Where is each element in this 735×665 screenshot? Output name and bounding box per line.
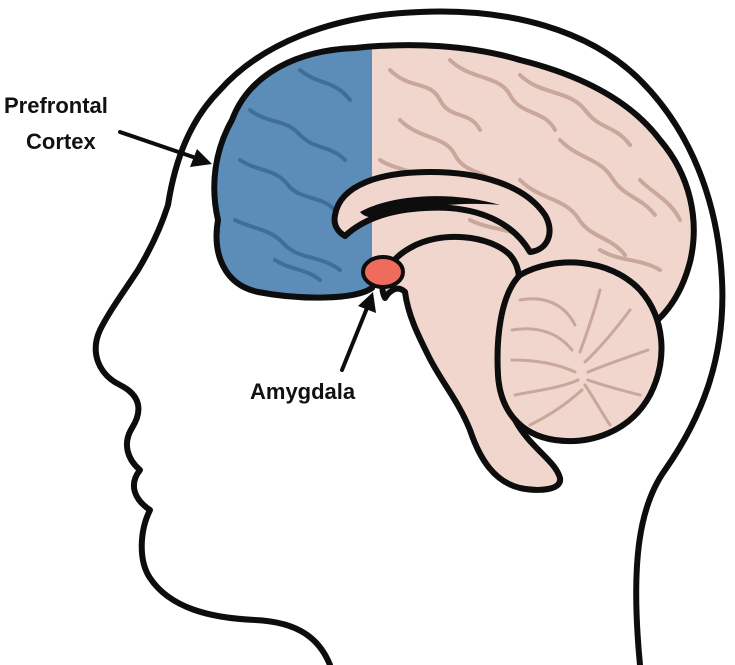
arrowhead-icon <box>190 149 212 167</box>
amygdala <box>361 255 405 289</box>
ventricle <box>360 196 500 218</box>
corpus-callosum <box>331 169 553 255</box>
prefrontal-arrow <box>118 130 212 167</box>
prefrontal-label-line2: Cortex <box>26 129 96 154</box>
cerebellum-folia <box>510 288 650 427</box>
prefrontal-gyri <box>233 68 352 282</box>
amygdala-arrow <box>340 292 376 372</box>
head-silhouette <box>92 8 726 665</box>
arrowhead-icon <box>358 292 376 313</box>
prefrontal-label-line1: Prefrontal <box>4 93 108 118</box>
amygdala-label: Amygdala <box>250 379 356 404</box>
